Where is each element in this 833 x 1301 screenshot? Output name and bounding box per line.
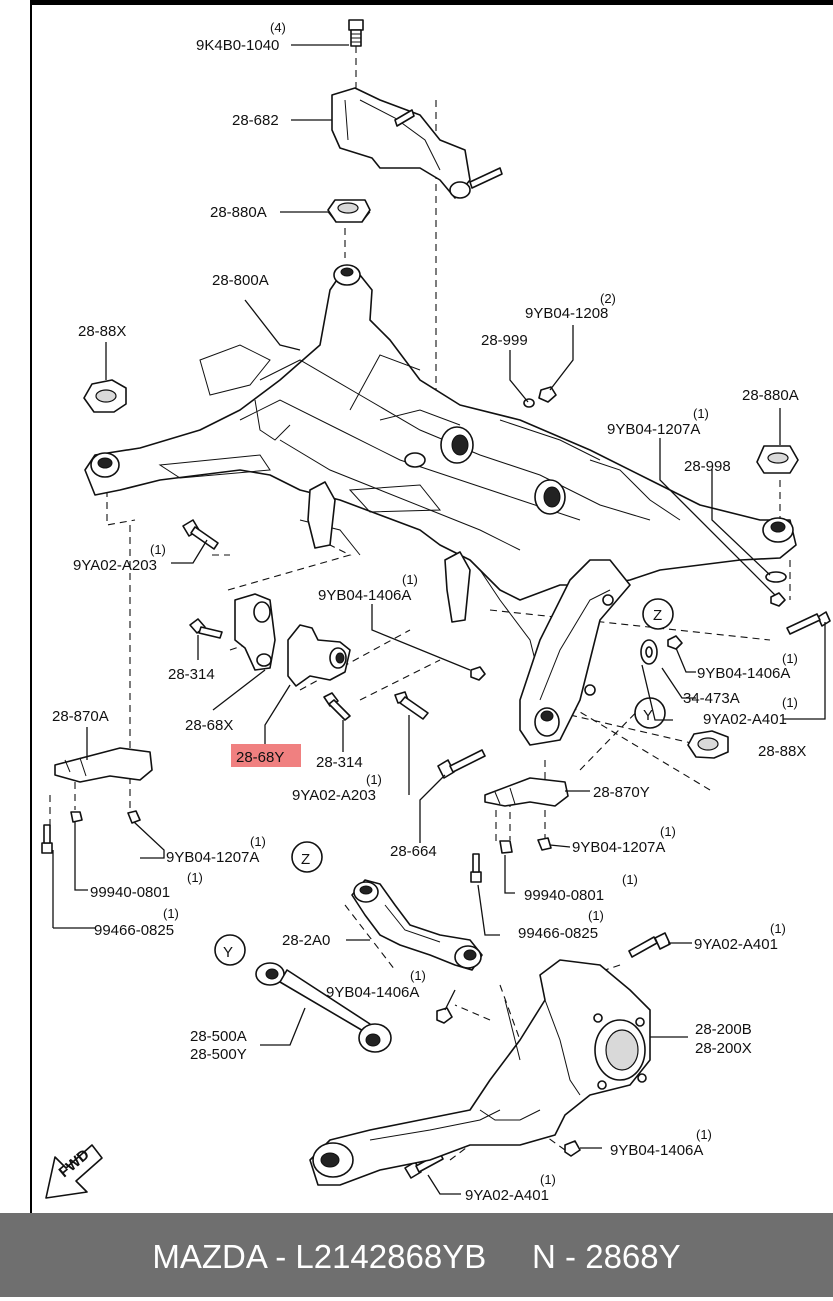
nut-28-88x-right-lower <box>687 730 729 759</box>
bushing-28-880a-right <box>756 445 799 474</box>
label-qty: (4) <box>270 20 286 35</box>
label-qty: (1) <box>250 834 266 849</box>
alignment-dashed-lines <box>49 100 791 1161</box>
link-28-500a <box>255 962 392 1053</box>
label-bolt-a401-right: 9YA02-A401 <box>703 711 787 728</box>
label-bushing-right: 28-880A <box>742 387 799 404</box>
label-circle-y-right: Y <box>643 707 653 724</box>
left-border <box>30 0 32 1213</box>
label-bolt-9k4b0: 9K4B0-1040 <box>196 37 279 54</box>
label-qty: (1) <box>402 572 418 587</box>
label-washer-999: 28-999 <box>481 332 528 349</box>
fwd-arrow-icon <box>45 1144 103 1199</box>
label-qty: (1) <box>696 1127 712 1142</box>
label-qty: (1) <box>770 921 786 936</box>
label-qty: (2) <box>600 291 616 306</box>
label-bolt-a401-lower: 9YA02-A401 <box>694 936 778 953</box>
label-qty: (1) <box>410 968 426 983</box>
highlight-box <box>231 744 301 767</box>
part-labels: (4) 9K4B0-1040 28-682 28-880A 28-800A 28… <box>52 20 806 1204</box>
label-bolt-99940-right: 99940-0801 <box>524 887 604 904</box>
label-knuckle-200b: 28-200B <box>695 1021 752 1038</box>
label-circle-z-right: Z <box>653 607 662 624</box>
parts-diagram: (4) 9K4B0-1040 28-682 28-880A 28-800A 28… <box>41 19 831 1204</box>
label-qty: (1) <box>660 824 676 839</box>
label-circle-z-lower: Z <box>301 851 310 868</box>
label-nut-right-lower: 28-88X <box>758 743 806 760</box>
bolts <box>41 519 831 1179</box>
label-arm-2a0: 28-2A0 <box>282 932 330 949</box>
label-qty: (1) <box>693 406 709 421</box>
label-bolt-a203-mid: 9YA02-A203 <box>292 787 376 804</box>
label-link-500y: 28-500Y <box>190 1046 247 1063</box>
label-nut-1406a-lower: 9YB04-1406A <box>326 984 419 1001</box>
label-qty: (1) <box>588 908 604 923</box>
label-bolt-a203-left: 9YA02-A203 <box>73 557 157 574</box>
plate-28-870a <box>54 747 153 783</box>
label-washer-473a: 34-473A <box>683 690 740 707</box>
label-nut-1207a-top: 9YB04-1207A <box>607 421 700 438</box>
label-qty: (1) <box>782 695 798 710</box>
footer-part-number: MAZDA - L2142868YB N - 2868Y <box>152 1238 681 1275</box>
label-bolt-664: 28-664 <box>390 843 437 860</box>
label-qty: (1) <box>366 772 382 787</box>
label-bracket-28-682: 28-682 <box>232 112 279 129</box>
label-qty: (1) <box>782 651 798 666</box>
circle-markers <box>214 598 674 966</box>
bracket-28-682 <box>331 87 503 199</box>
bracket-28-68x <box>234 593 276 671</box>
label-nut-1406a-mid: 9YB04-1406A <box>318 587 411 604</box>
bracket-28-68y <box>287 624 351 687</box>
label-subframe: 28-800A <box>212 272 269 289</box>
label-knuckle-200x: 28-200X <box>695 1040 752 1057</box>
label-qty: (1) <box>540 1172 556 1187</box>
top-border <box>30 0 833 5</box>
knuckle-28-200b <box>309 959 651 1186</box>
bushing-28-880a-upper <box>327 199 371 223</box>
small-hardware <box>470 386 787 681</box>
label-nut-1207a-right: 9YB04-1207A <box>572 839 665 856</box>
label-link-500a: 28-500A <box>190 1028 247 1045</box>
label-nut-1406a-right: 9YB04-1406A <box>697 665 790 682</box>
label-qty: (1) <box>163 906 179 921</box>
label-nut-1207a-left: 9YB04-1207A <box>166 849 259 866</box>
label-circle-y-lower: Y <box>223 944 233 961</box>
nut-28-88x-left-top <box>83 379 127 413</box>
subframe-28-800a <box>84 264 797 746</box>
label-qty: (1) <box>187 870 203 885</box>
label-bolt-314-left: 28-314 <box>168 666 215 683</box>
label-nut-1406a-bottom: 9YB04-1406A <box>610 1142 703 1159</box>
label-bolt-99466-right: 99466-0825 <box>518 925 598 942</box>
label-plate-870y: 28-870Y <box>593 784 650 801</box>
label-bolt-314-right: 28-314 <box>316 754 363 771</box>
leader-lines <box>52 44 826 1195</box>
bolt-9k4b0-1040 <box>348 19 364 90</box>
label-nut-left-top: 28-88X <box>78 323 126 340</box>
label-bushing-upper: 28-880A <box>210 204 267 221</box>
label-bolt-99940-left: 99940-0801 <box>90 884 170 901</box>
label-nut-1208: 9YB04-1208 <box>525 305 608 322</box>
label-plate-870a: 28-870A <box>52 708 109 725</box>
label-qty: (1) <box>622 872 638 887</box>
label-washer-998: 28-998 <box>684 458 731 475</box>
label-bolt-99466-left: 99466-0825 <box>94 922 174 939</box>
label-qty: (1) <box>150 542 166 557</box>
footer-bar <box>0 1213 833 1297</box>
label-bracket-68x: 28-68X <box>185 717 233 734</box>
plate-28-870y <box>484 777 569 807</box>
label-bracket-68y: 28-68Y <box>236 749 284 766</box>
label-bolt-a401-bottom: 9YA02-A401 <box>465 1187 549 1204</box>
arm-28-2a0 <box>351 879 483 971</box>
